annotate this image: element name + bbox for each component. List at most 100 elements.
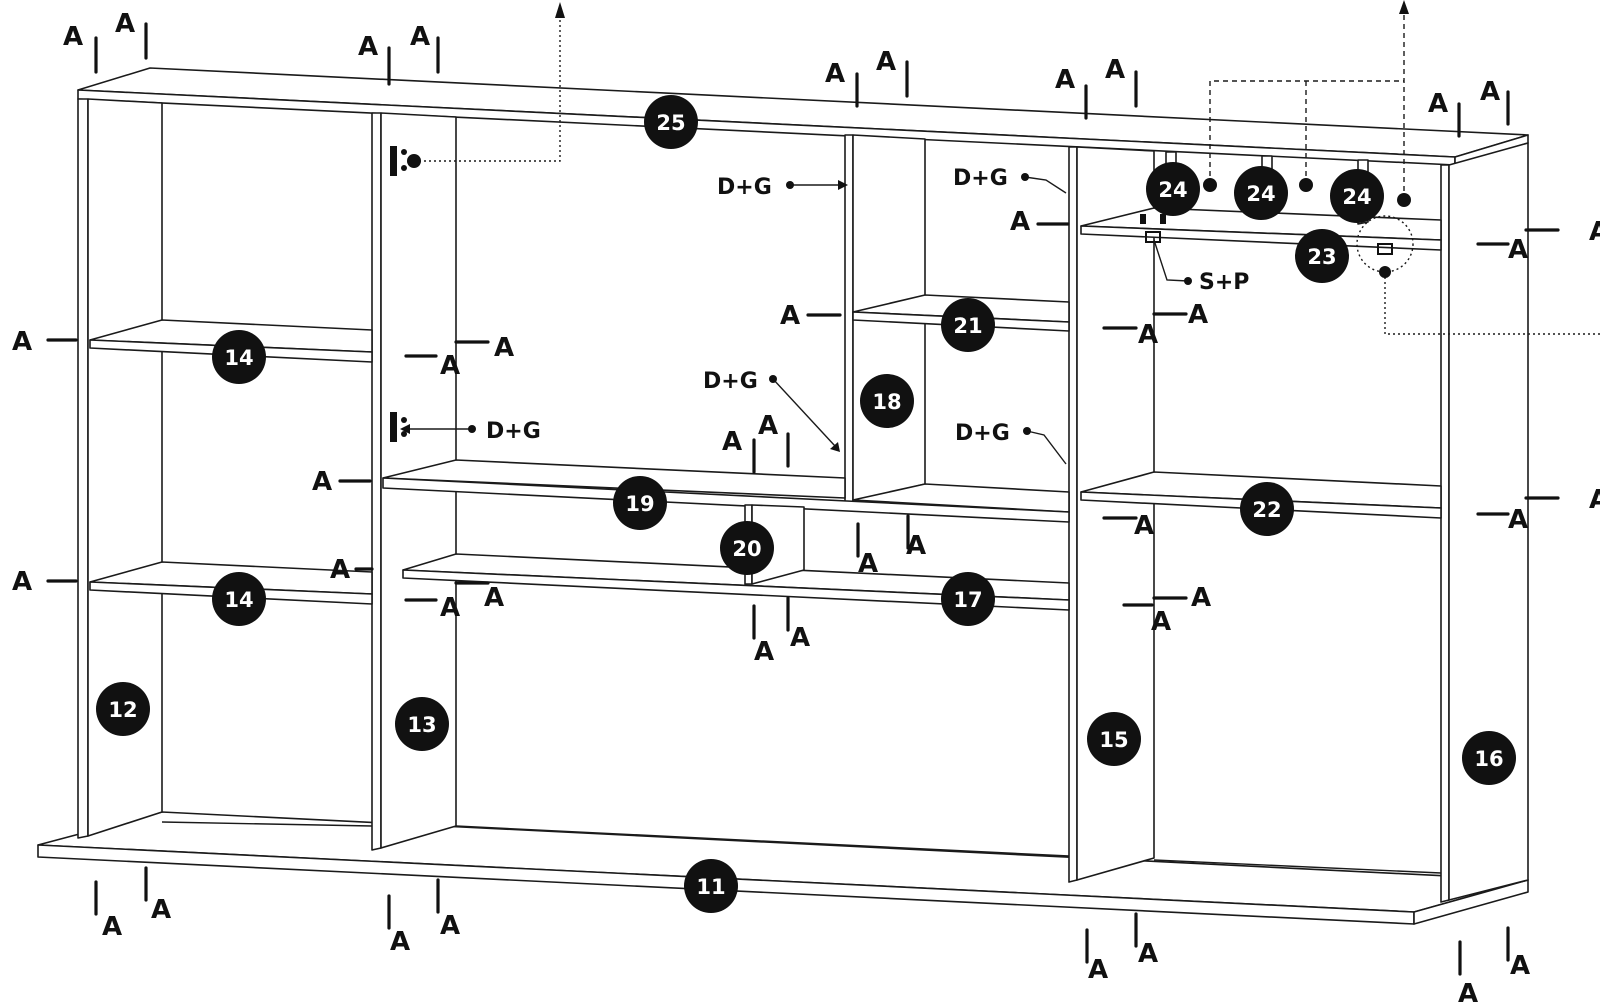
dowel-glue-label: D+G xyxy=(953,166,1008,191)
fastener-label: A xyxy=(1510,951,1530,981)
part-badge-center-divider: 18 xyxy=(860,374,914,428)
screws xyxy=(46,22,1560,976)
svg-text:22: 22 xyxy=(1252,498,1281,522)
center-middle-shelf xyxy=(382,459,1070,523)
fastener-label: A xyxy=(1105,55,1125,85)
part-badge-left-divider: 13 xyxy=(395,697,449,751)
fastener-label: A xyxy=(858,549,878,579)
cam-lock-icon xyxy=(1140,214,1393,255)
fastener-label: A xyxy=(1138,939,1158,969)
dowel-glue-label: D+G xyxy=(703,369,758,394)
fastener-label: A xyxy=(1589,485,1600,515)
fastener-label: A xyxy=(1188,300,1208,330)
fastener-label: A xyxy=(151,895,171,925)
fastener-label: A xyxy=(390,927,410,957)
fastener-label: A xyxy=(1010,207,1030,237)
svg-text:14: 14 xyxy=(224,588,253,612)
dowel-glue-label: D+G xyxy=(486,419,541,444)
fastener-label: A xyxy=(1088,955,1108,985)
fastener-label: A xyxy=(12,327,32,357)
fastener-label: A xyxy=(825,59,845,89)
callout-arrows xyxy=(400,173,1192,465)
fastener-label: A xyxy=(1151,607,1171,637)
part-badge-bottom-panel: 11 xyxy=(684,859,738,913)
fastener-label: A xyxy=(906,531,926,561)
guide-lines xyxy=(407,0,1600,335)
center-lower-shelf xyxy=(402,553,1070,611)
bottom-panel xyxy=(37,811,1529,925)
svg-text:11: 11 xyxy=(696,875,725,899)
fastener-label: A xyxy=(358,32,378,62)
part-badge-mini-divider: 24 xyxy=(1330,169,1384,223)
fastener-label: A xyxy=(440,593,460,623)
part-badge-top-panel: 25 xyxy=(644,95,698,149)
fastener-label: A xyxy=(1458,979,1478,1002)
fastener-label: A xyxy=(63,22,83,52)
fastener-label: A xyxy=(1191,583,1211,613)
top-panel xyxy=(77,67,1529,166)
fastener-label: A xyxy=(1480,77,1500,107)
svg-text:12: 12 xyxy=(108,698,137,722)
svg-text:25: 25 xyxy=(656,111,685,135)
fastener-label: A xyxy=(330,555,350,585)
svg-text:20: 20 xyxy=(732,537,761,561)
part-badge-left-side: 12 xyxy=(96,682,150,736)
fastener-label: A xyxy=(494,333,514,363)
svg-text:18: 18 xyxy=(872,390,901,414)
svg-text:15: 15 xyxy=(1099,728,1128,752)
svg-text:24: 24 xyxy=(1158,178,1187,202)
fastener-label: A xyxy=(1134,511,1154,541)
svg-text:14: 14 xyxy=(224,346,253,370)
dowel-glue-label: D+G xyxy=(717,175,772,200)
fastener-label: A xyxy=(1428,89,1448,119)
svg-text:24: 24 xyxy=(1342,185,1371,209)
part-badge-right-middle-shelf: 22 xyxy=(1240,482,1294,536)
fastener-label: A xyxy=(758,411,778,441)
fastener-label: A xyxy=(410,22,430,52)
part-badge-left-lower-shelf: 14 xyxy=(212,572,266,626)
fastener-label: A xyxy=(876,47,896,77)
part-badge-right-top-shelf: 23 xyxy=(1295,229,1349,283)
fastener-label: A xyxy=(102,912,122,942)
callout-labels: D+G D+G D+G D+G D+G S+P xyxy=(486,166,1249,446)
svg-text:16: 16 xyxy=(1474,747,1503,771)
part-badge-center-lower-shelf: 17 xyxy=(941,572,995,626)
fastener-label: A xyxy=(1589,217,1600,247)
svg-text:21: 21 xyxy=(953,314,982,338)
fastener-label: A xyxy=(754,637,774,667)
fastener-label: A xyxy=(115,9,135,39)
fastener-label: A xyxy=(1508,505,1528,535)
part-badge-right-divider: 15 xyxy=(1087,712,1141,766)
fastener-label: A xyxy=(1055,65,1075,95)
part-badge-center-middle-shelf: 19 xyxy=(613,476,667,530)
fastener-label: A xyxy=(780,301,800,331)
fastener-label: A xyxy=(484,583,504,613)
dowel-icon xyxy=(390,146,407,442)
svg-text:24: 24 xyxy=(1246,182,1275,206)
svg-text:19: 19 xyxy=(625,492,654,516)
right-side-panel xyxy=(1440,142,1529,903)
fastener-label: A xyxy=(1138,320,1158,350)
fastener-label: A xyxy=(790,623,810,653)
dowel-glue-label: D+G xyxy=(955,421,1010,446)
svg-text:17: 17 xyxy=(953,588,982,612)
fastener-label: A xyxy=(1508,235,1528,265)
part-badge-mini-divider: 24 xyxy=(1146,162,1200,216)
fastener-label: A xyxy=(312,467,332,497)
part-badge-left-upper-shelf: 14 xyxy=(212,330,266,384)
fastener-label: A xyxy=(722,427,742,457)
fastener-label: A xyxy=(440,911,460,941)
fastener-label: A xyxy=(12,567,32,597)
left-side-panel xyxy=(77,98,163,839)
part-badge-small-divider: 20 xyxy=(720,521,774,575)
screw-plug-label: S+P xyxy=(1199,270,1249,295)
right-divider-panel xyxy=(455,146,1442,883)
part-badge-mini-divider: 24 xyxy=(1234,166,1288,220)
part-badge-right-side: 16 xyxy=(1462,731,1516,785)
part-badge-center-upper-shelf: 21 xyxy=(941,298,995,352)
svg-text:13: 13 xyxy=(407,713,436,737)
part-badges: 25 11 12 13 14 14 15 16 17 18 19 20 21 2… xyxy=(96,95,1516,913)
